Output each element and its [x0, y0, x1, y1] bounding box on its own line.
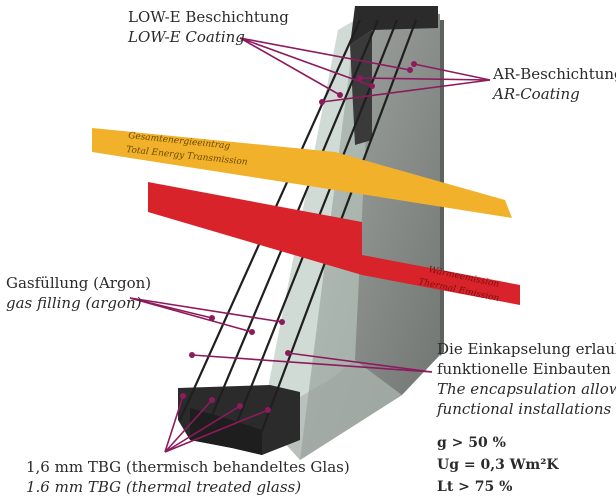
encaps-label-en-1: The encapsulation allows: [437, 380, 616, 398]
lowe-label-de: LOW-E Beschichtung: [128, 8, 289, 26]
encaps-label-de-1: Die Einkapselung erlaubt: [437, 340, 616, 358]
ar-label-de: AR-Beschichtung: [493, 65, 616, 83]
encaps-label-en-2: functional installations: [437, 400, 612, 418]
encaps-label-de-2: funktionelle Einbauten: [437, 360, 611, 378]
callout-dots: [180, 61, 417, 413]
gas-label-en: gas filling (argon): [6, 294, 142, 312]
callout-lines: [129, 37, 491, 453]
spec-ug-value: Ug = 0,3 Wm²K: [437, 457, 559, 473]
spec-lt-value: Lt > 75 %: [437, 479, 513, 495]
thermal-emission-band: [148, 182, 520, 305]
lowe-label-en: LOW-E Coating: [128, 28, 245, 46]
tbg-label-en: 1.6 mm TBG (thermal treated glass): [26, 478, 302, 496]
edge-seal-bottom-front: [190, 408, 262, 455]
gas-label-de: Gasfüllung (Argon): [6, 274, 152, 292]
tbg-label-de: 1,6 mm TBG (thermisch behandeltes Glas): [26, 458, 350, 476]
spacer-frame-side: [350, 30, 372, 145]
spec-g-value: g > 50 %: [437, 435, 506, 451]
energy-transmission-band: [92, 128, 512, 218]
ar-label-en: AR-Coating: [493, 85, 580, 103]
